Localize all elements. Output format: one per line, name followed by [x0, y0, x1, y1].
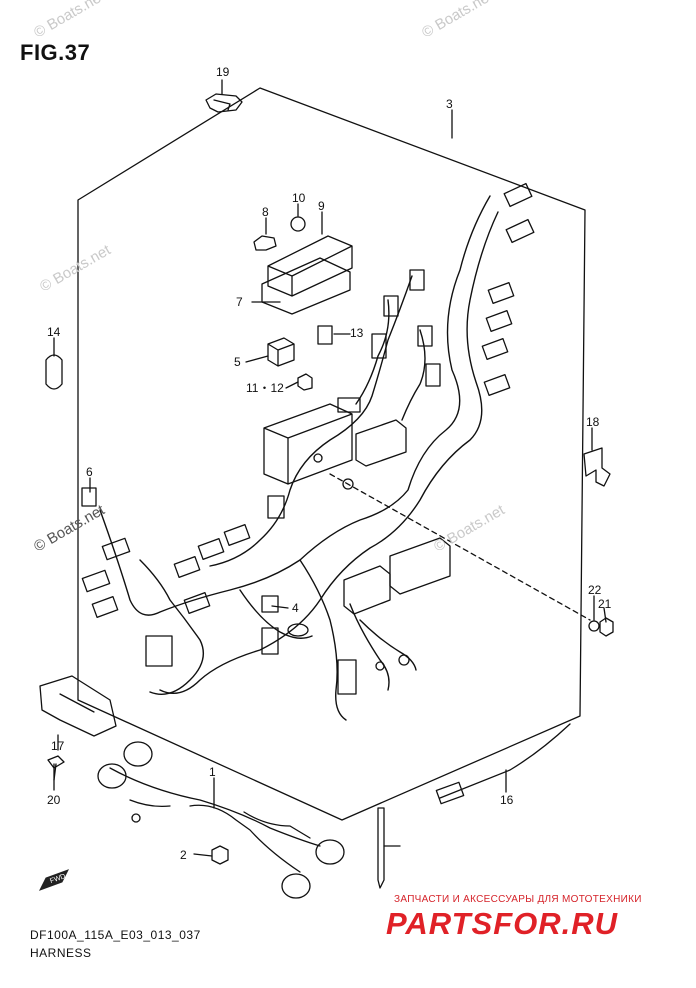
part-13-relay — [317, 325, 333, 345]
callout-15: 16 — [500, 793, 514, 807]
junction-block — [263, 403, 353, 485]
connector-l-5 — [173, 556, 201, 578]
part-22-tie — [377, 807, 385, 889]
terminal-a — [342, 478, 354, 490]
callout-6: 6 — [86, 465, 93, 479]
part-9-fusebox — [267, 235, 353, 297]
connector-l-8 — [183, 592, 211, 614]
part-1-terminal — [131, 813, 141, 823]
part-18-clip — [205, 93, 243, 113]
connector-m-3 — [337, 659, 357, 695]
leader-5 — [245, 355, 269, 363]
callout-11-12: 11・12 — [246, 381, 284, 395]
connector-c-1 — [409, 269, 425, 291]
leader-4 — [271, 605, 289, 609]
part-15-connector — [435, 781, 465, 805]
part-1-boot-a — [97, 763, 127, 789]
callout-21: 22 — [588, 583, 602, 597]
connector-tr-4 — [485, 310, 513, 332]
connector-l-2 — [101, 537, 131, 561]
main-harness — [99, 195, 499, 721]
leader-20 — [603, 607, 607, 623]
side-connector — [355, 419, 407, 467]
part-5-relay — [267, 337, 295, 367]
part-20-nut — [599, 617, 614, 637]
part-8-clip — [253, 235, 277, 251]
callout-13: 13 — [350, 326, 364, 340]
part-1-boot-c — [315, 839, 345, 865]
figure-title: FIG.37 — [20, 40, 91, 65]
connector-l-3 — [81, 569, 111, 593]
connector-tr-3 — [487, 282, 515, 304]
figure-name: HARNESS — [30, 946, 92, 960]
callout-14: 14 — [47, 325, 61, 339]
connector-m-1 — [267, 495, 285, 519]
figure-code: DF100A_115A_E03_013_037 — [30, 928, 201, 942]
dashed-leader-21 — [329, 473, 591, 621]
terminal-d — [375, 661, 385, 671]
site-tagline: ЗАПЧАСТИ И АКСЕССУАРЫ ДЛЯ МОТОТЕХНИКИ — [394, 894, 642, 905]
part-19-screw — [47, 755, 65, 781]
part-21-washer — [588, 620, 600, 632]
callout-9: 9 — [318, 199, 325, 213]
callout-16: 17 — [51, 739, 65, 753]
part-1-harness — [109, 767, 321, 873]
callout-8: 8 — [262, 205, 269, 219]
leader-11 — [285, 381, 299, 389]
part-15-lead — [439, 723, 571, 799]
part-4-relay — [261, 595, 279, 613]
part-14-cap — [45, 354, 63, 390]
harness-frame — [77, 87, 586, 821]
part-10-grommet — [290, 216, 306, 232]
callout-10: 10 — [292, 191, 306, 205]
callout-20: 21 — [598, 597, 612, 611]
connector-c-6 — [337, 397, 361, 413]
callout-1: 1 — [209, 765, 216, 779]
connector-c-2 — [383, 295, 399, 317]
connector-m-2 — [261, 627, 279, 655]
part-16-bracket — [39, 675, 117, 737]
callout-18: 19 — [216, 65, 230, 79]
site-logo[interactable]: PARTSFOR.RU — [386, 906, 619, 941]
connector-l-4 — [91, 596, 119, 618]
callout-17: 18 — [586, 415, 600, 429]
connector-tr-1 — [503, 182, 533, 208]
connector-l-6 — [197, 538, 225, 560]
connector-c-5 — [425, 363, 441, 387]
part-17-bracket — [583, 447, 611, 487]
connector-c-4 — [417, 325, 433, 347]
connector-c-3 — [371, 333, 387, 359]
part-4-ring — [287, 623, 309, 637]
connector-tr-2 — [505, 218, 535, 244]
connector-block-a — [145, 635, 173, 667]
part-1-boot-b — [123, 741, 153, 767]
connector-tr-6 — [483, 374, 511, 396]
terminal-c — [398, 654, 410, 666]
callout-7: 7 — [236, 295, 243, 309]
callout-5: 5 — [234, 355, 241, 369]
connector-l-7 — [223, 524, 251, 546]
forward-arrow-icon: FWD — [38, 869, 70, 891]
connector-tr-5 — [481, 338, 509, 360]
part-11-fuse — [297, 373, 313, 391]
callout-4: 4 — [292, 601, 299, 615]
callout-19: 20 — [47, 793, 61, 807]
callout-2: 2 — [180, 848, 187, 862]
leader-2 — [193, 853, 213, 857]
callout-3: 3 — [446, 97, 453, 111]
part-2-nut — [211, 845, 229, 865]
connector-l-1 — [81, 487, 97, 507]
terminal-b — [313, 453, 323, 463]
ecu-connector-b — [343, 565, 391, 615]
part-7-gasket — [261, 257, 351, 315]
part-1-boot-d — [281, 873, 311, 899]
